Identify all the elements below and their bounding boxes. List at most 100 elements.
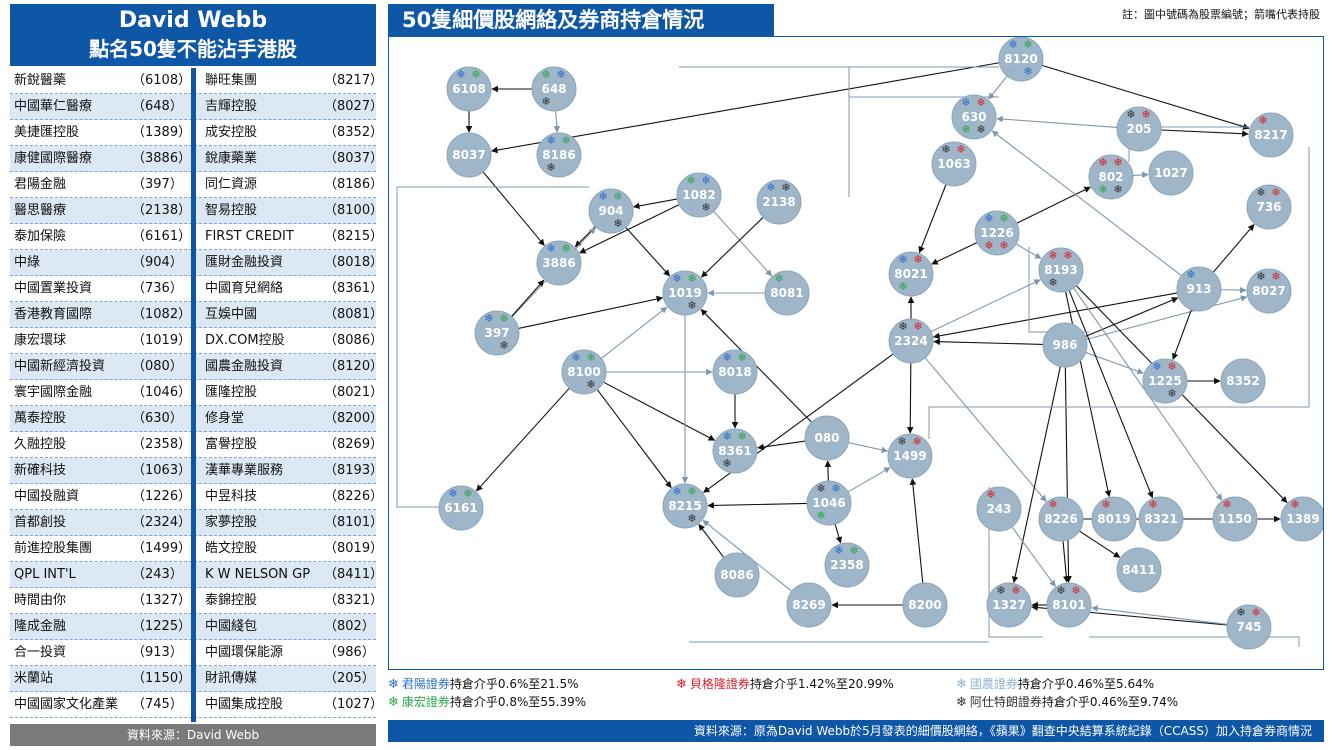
stock-code-label: 8018: [718, 365, 751, 379]
node-circle: [1220, 358, 1266, 404]
stock-node-8352: 8352: [1220, 358, 1266, 404]
node-circle: [536, 132, 582, 178]
stock-code: （8226）: [324, 489, 384, 504]
column-divider: [191, 68, 196, 722]
broker-snowflake-icon: ❄: [687, 272, 696, 285]
table-row: 首都創投（2324）家夢控股（8101）: [10, 510, 383, 536]
connector-line: [928, 147, 1310, 439]
stock-node-8101: 8101❄❄: [1046, 582, 1092, 628]
holding-arrow: [596, 389, 672, 489]
broker-snowflake-icon: ❄: [722, 430, 731, 443]
broker-snowflake-icon: ❄: [996, 584, 1005, 597]
stock-node-3886: 3886❄❄: [536, 240, 582, 286]
node-circle: [1176, 266, 1222, 312]
stock-name: 吉輝控股: [205, 99, 258, 114]
stock-code: （8215）: [324, 229, 384, 244]
legend-item: ❄貝格隆證券持倉介乎1.42%至20.99%: [676, 676, 894, 693]
stock-node-1389: 1389❄: [1280, 496, 1326, 542]
stock-code: （8361）: [324, 281, 384, 296]
stock-node-8200: 8200: [902, 582, 948, 628]
stock-code-label: 8352: [1226, 374, 1259, 388]
stock-node-8081: 8081❄: [764, 270, 810, 316]
broker-snowflake-icon: ❄: [766, 181, 775, 194]
broker-snowflake-icon: ❄: [898, 320, 907, 333]
stock-name: 皓文控股: [205, 541, 258, 556]
node-circle: [588, 188, 634, 234]
broker-snowflake-icon: ❄: [541, 68, 550, 81]
stock-name: 中國新經濟投資: [14, 359, 106, 374]
stock-code-label: 1019: [668, 286, 701, 300]
stock-code-label: 1150: [1218, 512, 1251, 526]
broker-snowflake-icon: ❄: [1167, 387, 1176, 400]
broker-snowflake-icon: ❄: [546, 134, 555, 147]
broker-snowflake-icon: ❄: [898, 253, 907, 266]
stock-name: 康健國際醫療: [14, 151, 93, 166]
table-row: 康宏環球（1019）DX.COM控股（8086）: [10, 328, 383, 354]
holding-arrow: [1160, 129, 1249, 137]
stock-node-1019: 1019❄❄❄❄: [662, 270, 708, 316]
stock-name: 中國置業投資: [14, 281, 93, 296]
node-circle: [712, 349, 758, 395]
broker-snowflake-icon: ❄: [961, 123, 970, 136]
broker-snowflake-icon: ❄: [687, 485, 696, 498]
stock-node-6108: 6108❄❄: [446, 66, 492, 112]
holding-arrow: [918, 184, 947, 254]
holding-arrow: [932, 292, 1178, 340]
broker-snowflake-icon: ❄: [976, 123, 985, 136]
node-circle: [931, 141, 977, 187]
stock-code: （8352）: [324, 125, 384, 140]
stock-node-802: 802❄❄❄❄: [1088, 154, 1134, 200]
node-circle: [1148, 150, 1194, 196]
stock-code-label: 8200: [908, 598, 941, 612]
stock-name: 久融控股: [14, 437, 67, 452]
holding-arrow: [1212, 223, 1255, 273]
broker-snowflake-icon: ❄: [1098, 156, 1107, 169]
stock-name: 首都創投: [14, 515, 67, 530]
stock-code: （8200）: [324, 411, 384, 426]
stock-name: 中國華仁醫療: [14, 99, 93, 114]
broker-snowflake-icon: ❄: [598, 217, 607, 230]
stock-node-1225: 1225❄❄❄❄: [1142, 358, 1188, 404]
stock-code: （243）: [132, 567, 183, 582]
broker-snowflake-icon: ❄: [1222, 498, 1231, 511]
broker-snowflake-icon: ❄: [1126, 108, 1135, 121]
stock-node-080: 080: [804, 415, 850, 461]
node-circle: [902, 582, 948, 628]
node-circle: [536, 240, 582, 286]
node-circle: [786, 582, 832, 628]
broker-snowflake-icon: ❄: [456, 68, 465, 81]
stock-code: （2138）: [132, 203, 192, 218]
broker-snowflake-icon: ❄: [484, 312, 493, 325]
holding-arrow: [824, 460, 832, 482]
stock-node-243: 243❄: [976, 486, 1022, 532]
stock-name: 隆成金融: [14, 619, 67, 634]
broker-snowflake-icon: ❄: [613, 190, 622, 203]
holding-arrow: [930, 279, 1041, 333]
stock-code-label: 8101: [1052, 598, 1085, 612]
holding-arrow: [1064, 366, 1072, 583]
broker-snowflake-icon: ❄: [701, 174, 710, 187]
stock-code: （630）: [132, 411, 183, 426]
broker-snowflake-icon: ❄: [1048, 249, 1057, 262]
holding-arrow: [603, 381, 716, 441]
stock-node-904: 904❄❄❄❄: [588, 188, 634, 234]
holding-arrow: [1016, 186, 1091, 224]
table-row: 君陽金融（397）同仁資源（8186）: [10, 172, 383, 198]
stock-name: 萬泰控股: [14, 411, 67, 426]
broker-snowflake-icon: ❄: [686, 201, 695, 214]
broker-snowflake-icon: ❄: [471, 68, 480, 81]
stock-node-1327: 1327❄❄: [986, 582, 1032, 628]
node-circle: [998, 36, 1044, 82]
right-source: 資料來源：原為David Webb於5月發表的細價股網絡，《蘋果》翻查中央結算系…: [388, 720, 1324, 742]
left-header: David Webb 點名50隻不能沾手港股: [10, 4, 376, 66]
legend-broker: 康宏證券: [401, 695, 450, 709]
broker-snowflake-icon: ❄: [984, 239, 993, 252]
stock-code-label: 8027: [1252, 284, 1285, 298]
stock-node-8027: 8027❄❄: [1246, 268, 1292, 314]
stock-node-8215: 8215❄❄❄❄: [662, 483, 708, 529]
stock-code: （6161）: [132, 229, 192, 244]
stock-name: 財訊傳媒: [205, 671, 258, 686]
stock-node-1027: 1027: [1148, 150, 1194, 196]
holding-arrow: [996, 115, 1118, 128]
stock-code: （2358）: [132, 437, 192, 452]
